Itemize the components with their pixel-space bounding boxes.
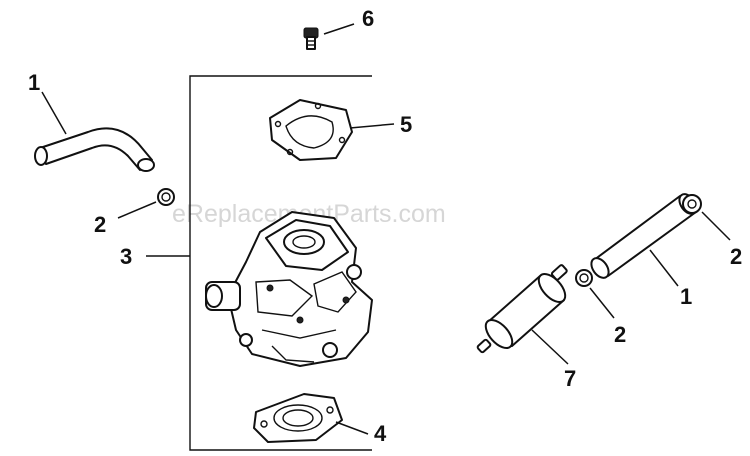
callout-carburetor: 3	[120, 244, 132, 269]
leader-fuel-filter	[531, 329, 569, 365]
fuel-filter-part[interactable]	[476, 264, 570, 354]
callout-hose-right: 1	[680, 284, 692, 309]
callout-hose-top: 1	[28, 70, 40, 95]
leader-clamp-right-lower	[589, 287, 615, 319]
hose-top-left-part[interactable]	[34, 127, 155, 172]
callout-screw: 6	[362, 6, 374, 31]
leader-clamp-left	[117, 201, 157, 219]
callout-clamp-right-upper: 2	[730, 244, 742, 269]
leader-screw	[323, 23, 355, 35]
leader-clamp-right-upper	[701, 211, 731, 241]
leader-gasket-upper	[349, 123, 395, 129]
clamp-left-part[interactable]	[157, 188, 175, 206]
carburetor-part[interactable]	[205, 211, 373, 367]
callout-clamp-left: 2	[94, 212, 106, 237]
clamp-right-upper-part[interactable]	[682, 194, 702, 214]
leader-hose-right	[649, 249, 679, 287]
gasket-upper-part[interactable]	[269, 99, 353, 161]
screw-part[interactable]	[303, 27, 319, 50]
clamp-right-lower-part[interactable]	[575, 269, 593, 287]
assembly-bracket	[189, 75, 372, 451]
gasket-lower-part[interactable]	[253, 393, 343, 443]
callout-gasket-lower: 4	[374, 421, 387, 446]
callout-fuel-filter: 7	[564, 366, 576, 391]
callout-clamp-right-lower: 2	[614, 322, 626, 347]
leader-gasket-lower	[335, 421, 369, 435]
leader-hose-top	[41, 91, 67, 135]
callout-gasket-upper: 5	[400, 112, 412, 137]
